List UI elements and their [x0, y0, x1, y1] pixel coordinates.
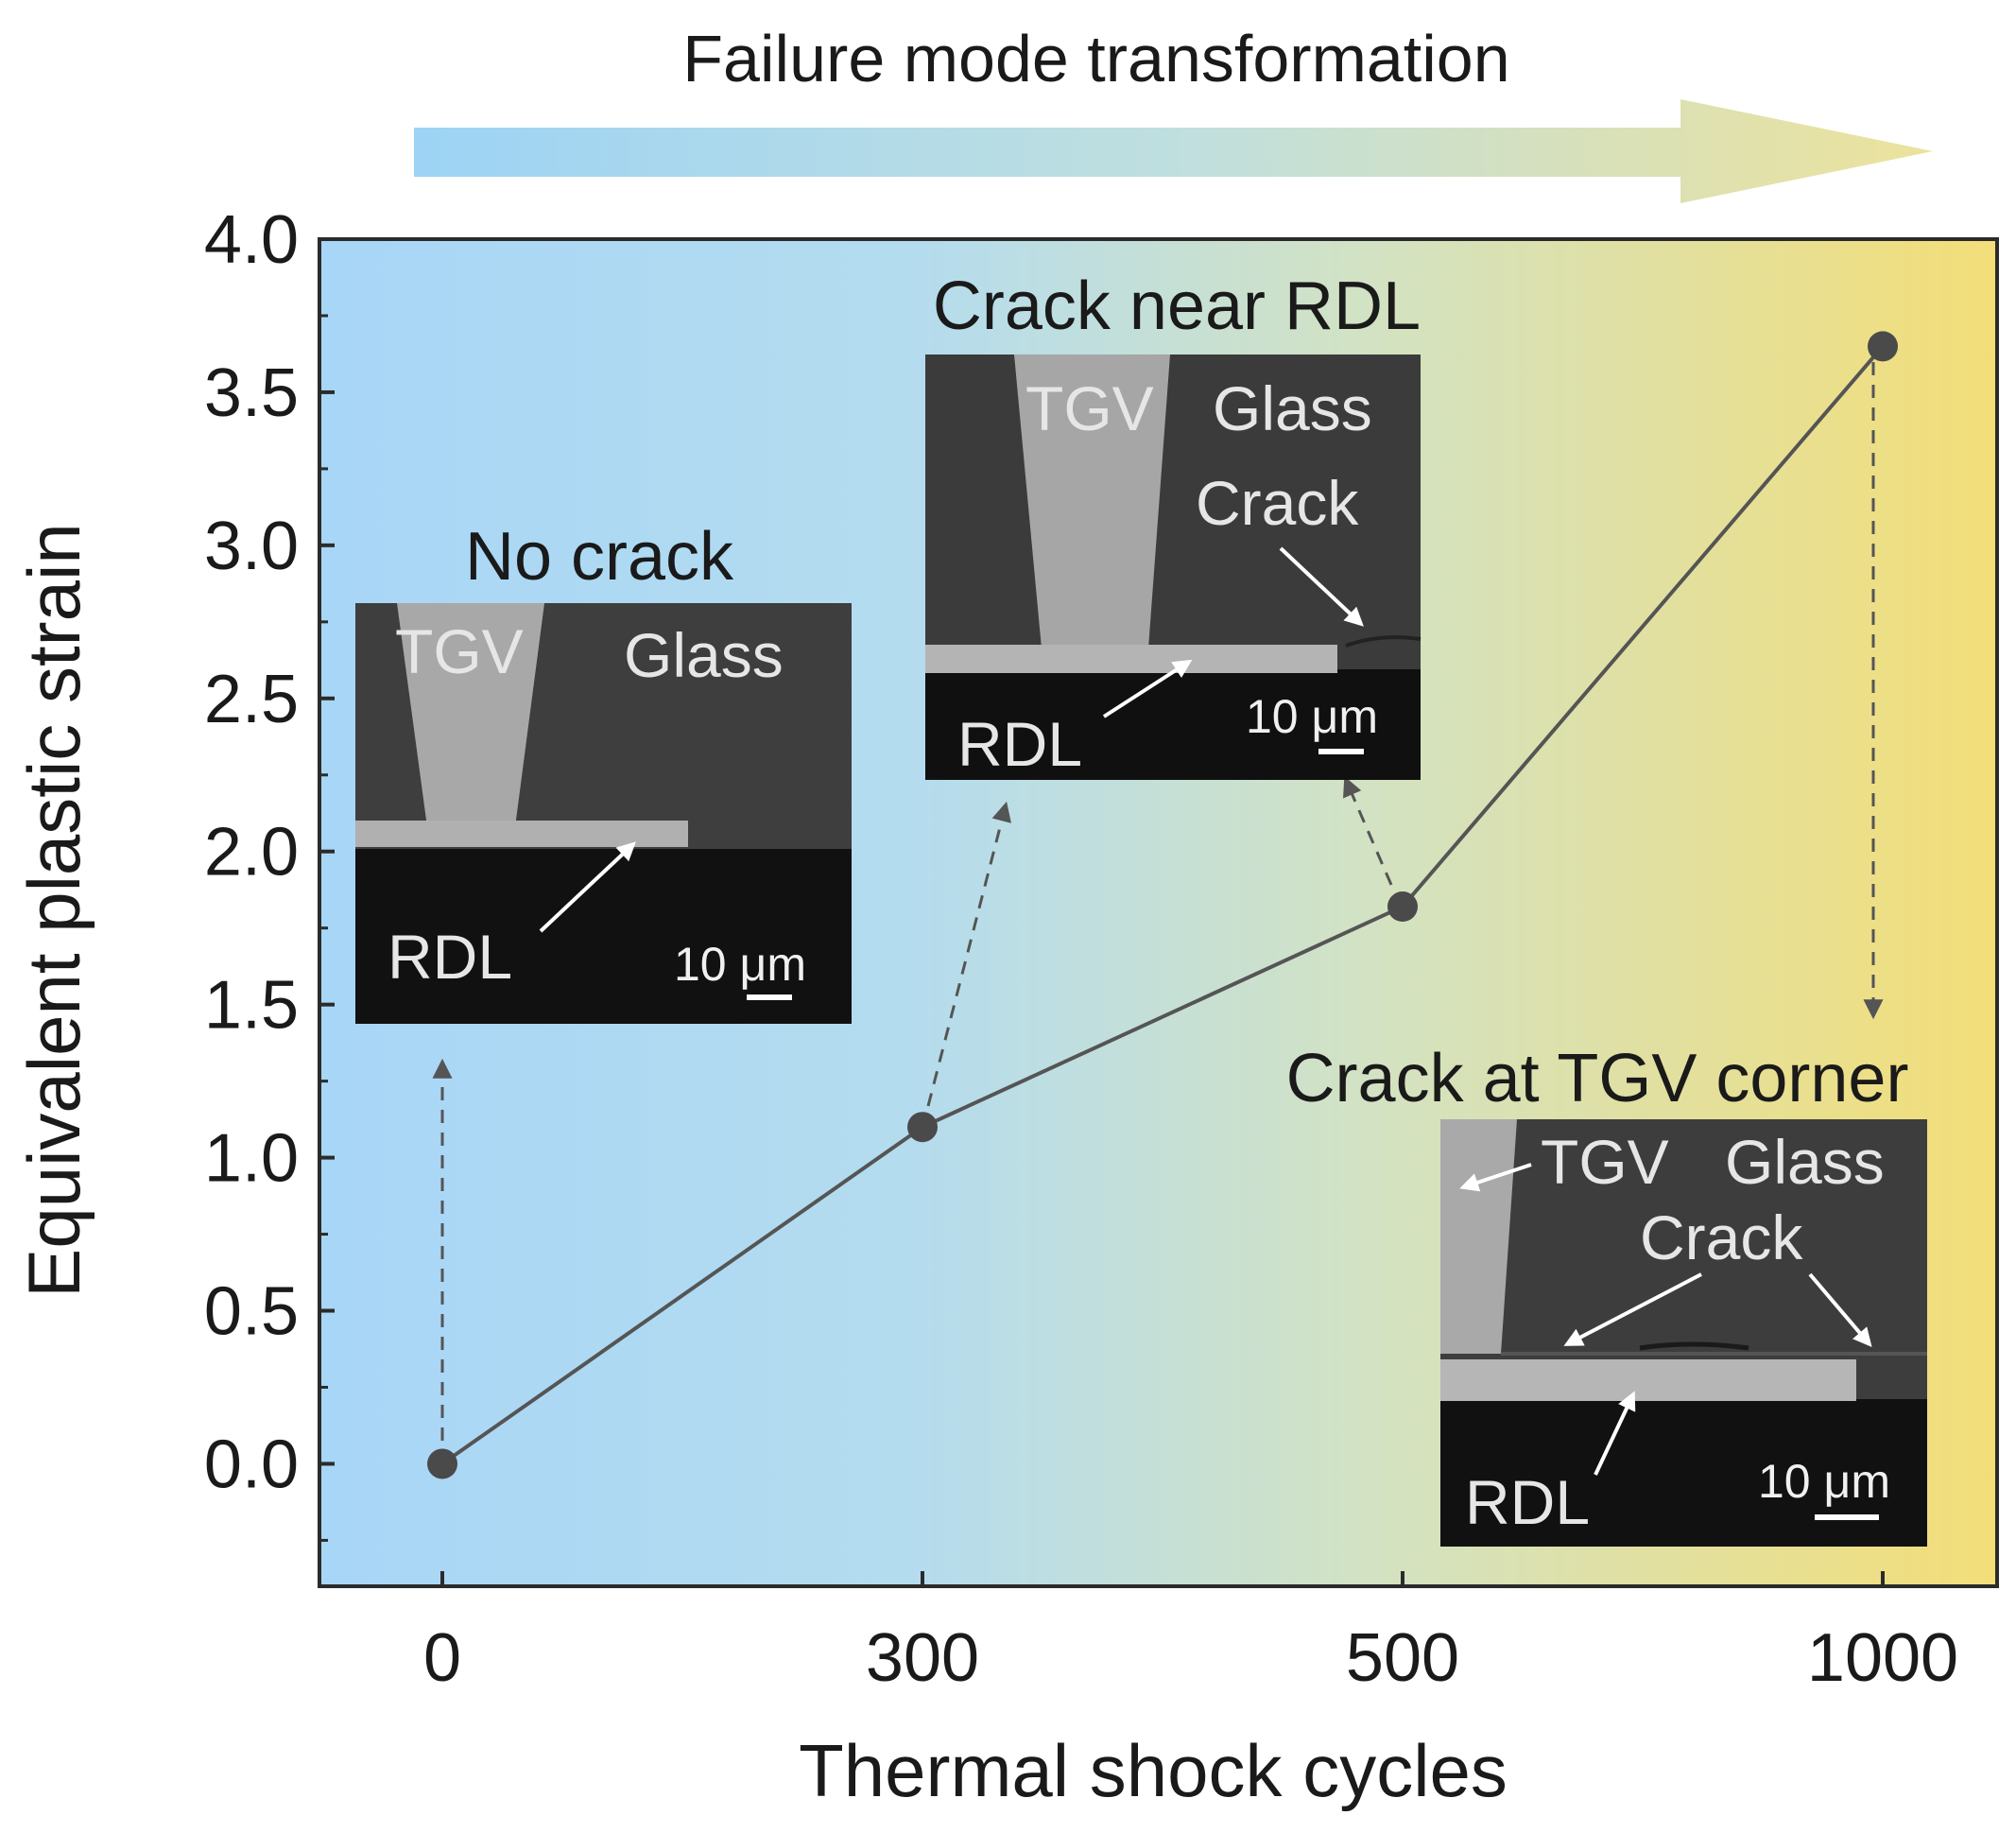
data-point-0	[427, 1448, 457, 1479]
y-tick-label: 2.0	[204, 815, 299, 891]
inset-1-tgv-label: TGV	[395, 616, 524, 686]
inset-1-glass-label: Glass	[624, 620, 784, 690]
inset-title-no-crack: No crack	[465, 519, 734, 595]
y-tick-label: 2.5	[204, 662, 299, 737]
inset-2-crack-label: Crack	[1196, 468, 1359, 538]
data-point-300	[907, 1112, 938, 1143]
x-axis-title: Thermal shock cycles	[799, 1729, 1508, 1812]
y-tick-label: 3.0	[204, 509, 299, 584]
sem-inset-crack-near-rdl: TGV Glass Crack RDL 10 μm	[925, 354, 1422, 780]
failure-mode-arrow	[414, 99, 1933, 203]
inset-3-rdl-label: RDL	[1465, 1467, 1590, 1537]
inset-3-tgv-label: TGV	[1541, 1127, 1669, 1197]
inset-1-scale-bar: 10 μm	[674, 938, 806, 991]
y-axis: 0.0 0.5 1.0 1.5 2.0 2.5 3.0 3.5 4.0	[204, 202, 335, 1542]
x-tick-label: 0	[423, 1620, 461, 1696]
data-point-500	[1387, 891, 1418, 923]
data-point-1000	[1868, 331, 1898, 362]
inset-2-rdl-label: RDL	[957, 709, 1082, 779]
sem-inset-no-crack: TGV Glass RDL 10 μm	[355, 603, 852, 1024]
y-tick-label: 1.5	[204, 968, 299, 1044]
y-tick-label: 0.0	[204, 1427, 299, 1502]
inset-2-glass-label: Glass	[1213, 373, 1372, 443]
x-tick-label: 300	[866, 1620, 979, 1696]
strain-series-line	[440, 345, 1885, 1466]
sem-inset-crack-at-tgv-corner: TGV Glass Crack RDL 10 μm	[1440, 1119, 1927, 1547]
x-tick-label: 1000	[1807, 1620, 1958, 1696]
inset-title-crack-at-tgv-corner: Crack at TGV corner	[1286, 1041, 1909, 1116]
y-tick-label: 4.0	[204, 202, 299, 278]
inset-3-crack-label: Crack	[1640, 1202, 1803, 1272]
x-tick-label: 500	[1346, 1620, 1459, 1696]
x-axis: 0 300 500 1000	[423, 1571, 1958, 1696]
inset-title-crack-near-rdl: Crack near RDL	[933, 268, 1421, 344]
inset-1-rdl-label: RDL	[388, 922, 512, 992]
data-markers	[427, 331, 1898, 1479]
plot-frame	[318, 237, 1999, 1588]
y-tick-label: 0.5	[204, 1274, 299, 1350]
inset-3-scale-bar: 10 μm	[1758, 1455, 1890, 1508]
y-tick-label: 1.0	[204, 1121, 299, 1197]
y-tick-label: 3.5	[204, 355, 299, 431]
inset-2-tgv-label: TGV	[1025, 373, 1154, 443]
y-axis-title: Equivalent plastic strain	[12, 523, 95, 1297]
inset-2-scale-bar: 10 μm	[1246, 690, 1378, 743]
leader-line-300	[926, 801, 1011, 1107]
banner-title: Failure mode transformation	[682, 22, 1509, 95]
inset-3-glass-label: Glass	[1725, 1127, 1885, 1197]
leader-line-500	[1343, 776, 1393, 886]
